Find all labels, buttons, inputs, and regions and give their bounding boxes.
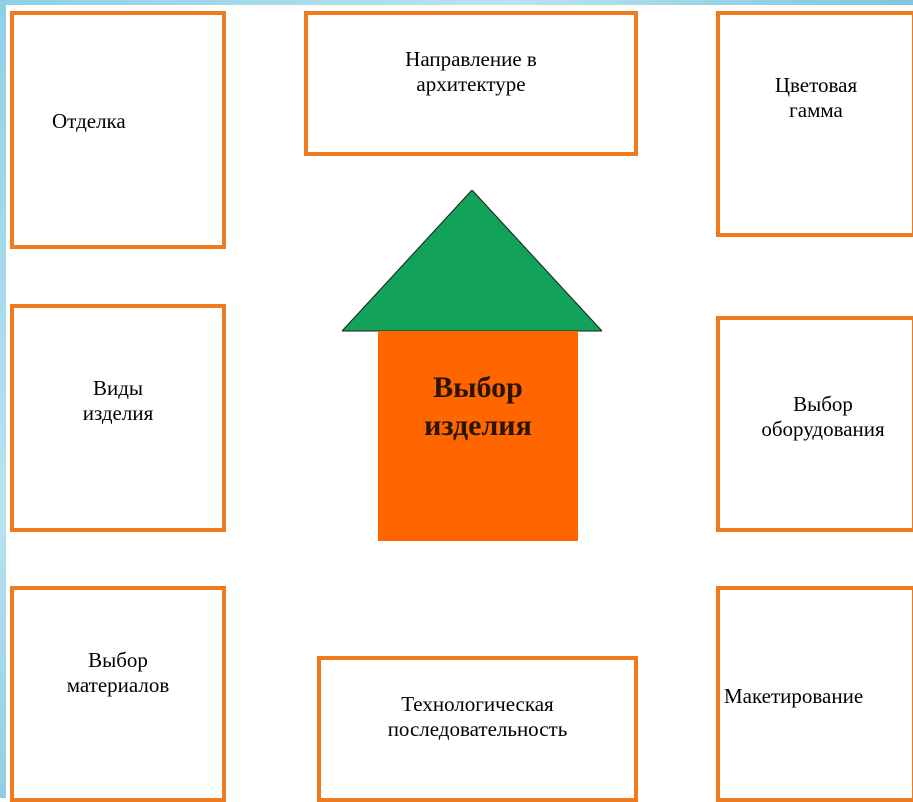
box-napravlenie-label: Направление в архитектуре	[405, 47, 537, 97]
box-tsvet: Цветовая гамма	[716, 11, 913, 237]
box-otdelka-label: Отделка	[52, 109, 126, 133]
box-vidy: Виды изделия	[10, 304, 226, 532]
box-napravlenie: Направление в архитектуре	[304, 11, 638, 156]
box-tsvet-label: Цветовая гамма	[774, 73, 858, 123]
box-oborudovanie: Выбор оборудования	[716, 316, 913, 532]
center-label: Выбор изделия	[424, 371, 532, 442]
roof-shape	[342, 190, 602, 332]
box-tekhnologiya: Технологическая последовательность	[317, 656, 638, 802]
house-body: Выбор изделия	[378, 331, 578, 541]
box-otdelka: Отделка	[10, 11, 226, 249]
box-oborudovanie-label: Выбор оборудования	[761, 392, 885, 442]
box-maketirovanie-label: Макетирование	[724, 684, 864, 708]
box-materialy-label: Выбор материалов	[66, 648, 170, 698]
box-vidy-label: Виды изделия	[82, 376, 154, 426]
box-materialy: Выбор материалов	[10, 586, 226, 802]
box-maketirovanie: Макетирование	[716, 586, 913, 802]
box-tekhnologiya-label: Технологическая последовательность	[387, 692, 568, 742]
house-roof-triangle	[342, 190, 602, 332]
